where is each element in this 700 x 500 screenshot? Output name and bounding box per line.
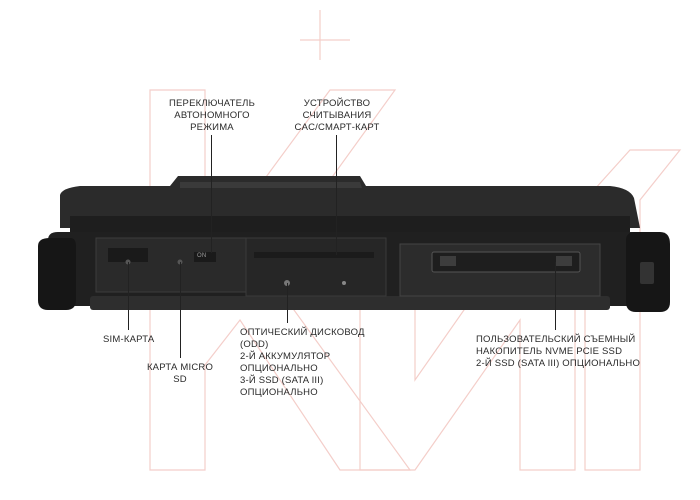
card-reader-label: УСТРОЙСТВО СЧИТЫВАНИЯ CAC/СМАРТ-КАРТ [294, 98, 380, 133]
sim-card-leader [128, 262, 129, 330]
ssd-bay-label: ПОЛЬЗОВАТЕЛЬСКИЙ СЪЕМНЫЙ НАКОПИТЕЛЬ NVME… [476, 334, 641, 369]
micro-sd-label: КАРТА MICRO SD [146, 362, 214, 385]
optical-bay-leader [287, 283, 288, 323]
sim-card-label: SIM-КАРТА [103, 334, 155, 345]
switch-marking: ON [197, 253, 207, 259]
mode-switch-leader [211, 135, 212, 253]
ssd-bay-leader [555, 262, 556, 330]
optical-bay-label: ОПТИЧЕСКИЙ ДИСКОВОД (ODD) 2-Й АККУМУЛЯТО… [240, 327, 365, 398]
card-reader-leader [336, 135, 337, 255]
micro-sd-leader [180, 262, 181, 358]
mode-switch-label: ПЕРЕКЛЮЧАТЕЛЬ АВТОНОМНОГО РЕЖИМА [168, 98, 256, 133]
